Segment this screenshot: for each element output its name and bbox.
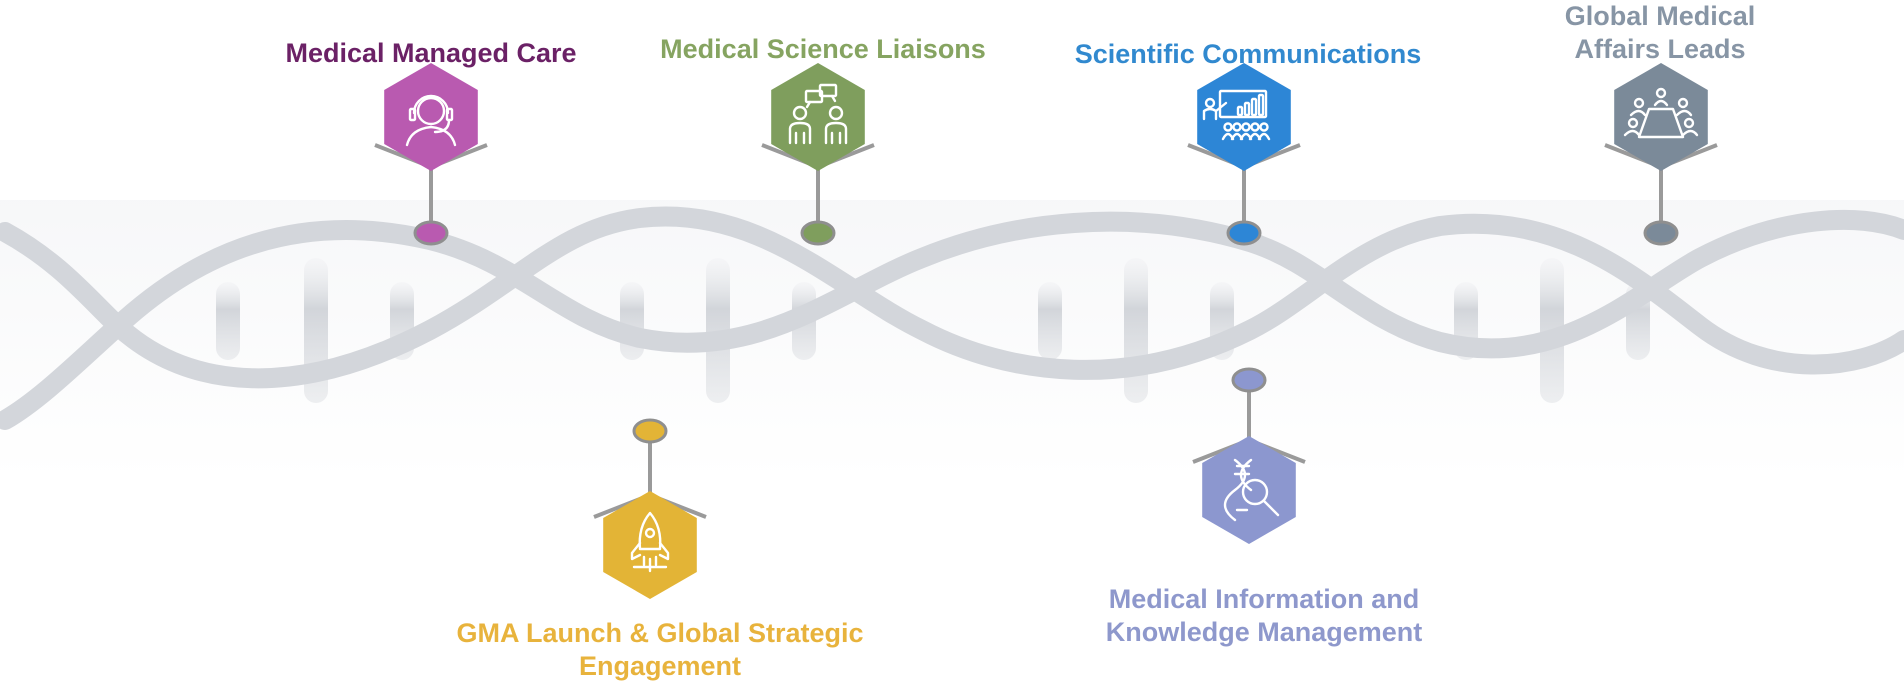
rocket-icon [630, 511, 670, 573]
helix-dot [1226, 220, 1262, 246]
role-node-medical-managed-care [374, 63, 488, 246]
label-line: Global Medical [1564, 1, 1756, 31]
role-node-global-medical-affairs-leads [1604, 63, 1718, 246]
label-medical-managed-care: Medical Managed Care [285, 38, 577, 68]
presentation-audience-icon [1202, 89, 1271, 141]
headset-agent-icon [405, 94, 457, 147]
label-line: Medical Information and [1108, 584, 1420, 614]
role-node-gma-launch [593, 418, 707, 599]
label-line: GMA Launch & Global Strategic [456, 618, 864, 648]
label-medical-science-liaisons: Medical Science Liaisons [660, 34, 986, 64]
helix-dot [632, 418, 668, 444]
role-nodes [374, 63, 1718, 599]
people-conversation-icon [788, 83, 848, 145]
helix-rung [1124, 258, 1148, 403]
label-line: Engagement [578, 651, 742, 681]
dna-magnifier-icon [1223, 458, 1280, 522]
label-line: Knowledge Management [1105, 617, 1423, 647]
role-hexagon [771, 63, 865, 171]
role-node-medical-information [1192, 367, 1306, 544]
label-scientific-communications: Scientific Communications [1074, 39, 1422, 69]
helix-rung [1038, 282, 1062, 360]
role-hexagon [603, 491, 697, 599]
role-node-scientific-communications [1187, 63, 1301, 246]
role-hexagon [1614, 63, 1708, 171]
helix-rung [706, 258, 730, 403]
helix-strand-b [0, 209, 1904, 430]
helix-dot [1231, 367, 1267, 393]
label-gma-launch: GMA Launch & Global Strategic Engagement [456, 617, 863, 683]
role-node-medical-science-liaisons [761, 63, 875, 246]
helix-dot [1643, 220, 1679, 246]
role-hexagon [1202, 436, 1296, 544]
helix-strand-a [0, 206, 1904, 389]
helix-rung [620, 282, 644, 360]
label-global-medical-affairs-leads: Global Medical Affairs Leads [1565, 0, 1756, 66]
meeting-table-icon [1623, 87, 1699, 139]
helix-strands [0, 206, 1904, 430]
label-line: Affairs Leads [1574, 34, 1746, 64]
helix-dot [800, 220, 836, 246]
helix-dot [413, 220, 449, 246]
helix-rung [216, 282, 240, 360]
label-medical-information: Medical Information and Knowledge Manage… [1106, 583, 1423, 649]
